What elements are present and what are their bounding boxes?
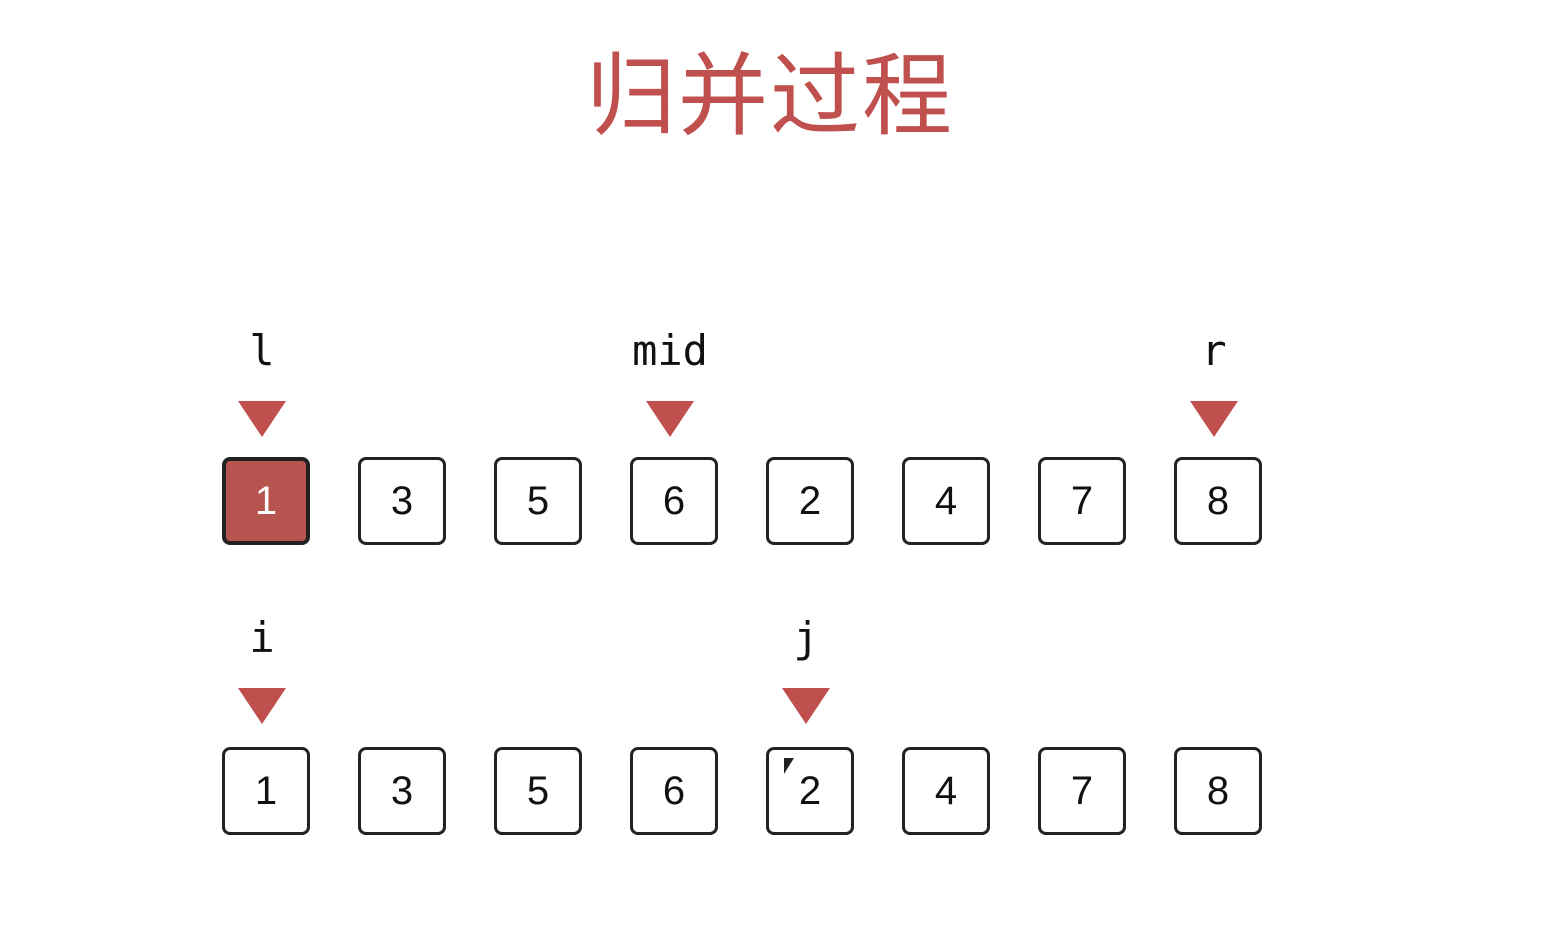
page-title: 归并过程 — [586, 44, 954, 149]
array-cell: 4 — [902, 747, 990, 835]
array-cell: 5 — [494, 457, 582, 545]
array-cell: 8 — [1174, 457, 1262, 545]
array-cell: 4 — [902, 457, 990, 545]
pointer-arrow-icon — [646, 401, 694, 437]
array-cell: 1 — [222, 747, 310, 835]
array-cell: 6 — [630, 457, 718, 545]
pointer-arrow-icon — [782, 688, 830, 724]
array-cell: 3 — [358, 747, 446, 835]
array-cell: 1 — [222, 457, 310, 545]
pointer-arrow-icon — [238, 688, 286, 724]
pointer-label: r — [1201, 326, 1227, 375]
pointer-j: j — [746, 614, 866, 724]
array-cell: 7 — [1038, 457, 1126, 545]
pointer-l: l — [202, 327, 322, 437]
pointer-label: mid — [632, 326, 708, 375]
array-cell: 2 — [766, 747, 854, 835]
array-cell: 6 — [630, 747, 718, 835]
pointer-i: i — [202, 614, 322, 724]
array-cell: 2 — [766, 457, 854, 545]
pointer-r: r — [1154, 327, 1274, 437]
array-cell: 5 — [494, 747, 582, 835]
array-cell: 7 — [1038, 747, 1126, 835]
pointer-mid: mid — [610, 327, 730, 437]
pointer-arrow-icon — [1190, 401, 1238, 437]
pointer-label: l — [249, 326, 275, 375]
array-cell: 3 — [358, 457, 446, 545]
pointer-label: i — [249, 613, 275, 662]
pointer-arrow-icon — [238, 401, 286, 437]
mouse-cursor-icon — [784, 758, 794, 774]
array-cell: 8 — [1174, 747, 1262, 835]
pointer-label: j — [793, 613, 819, 662]
